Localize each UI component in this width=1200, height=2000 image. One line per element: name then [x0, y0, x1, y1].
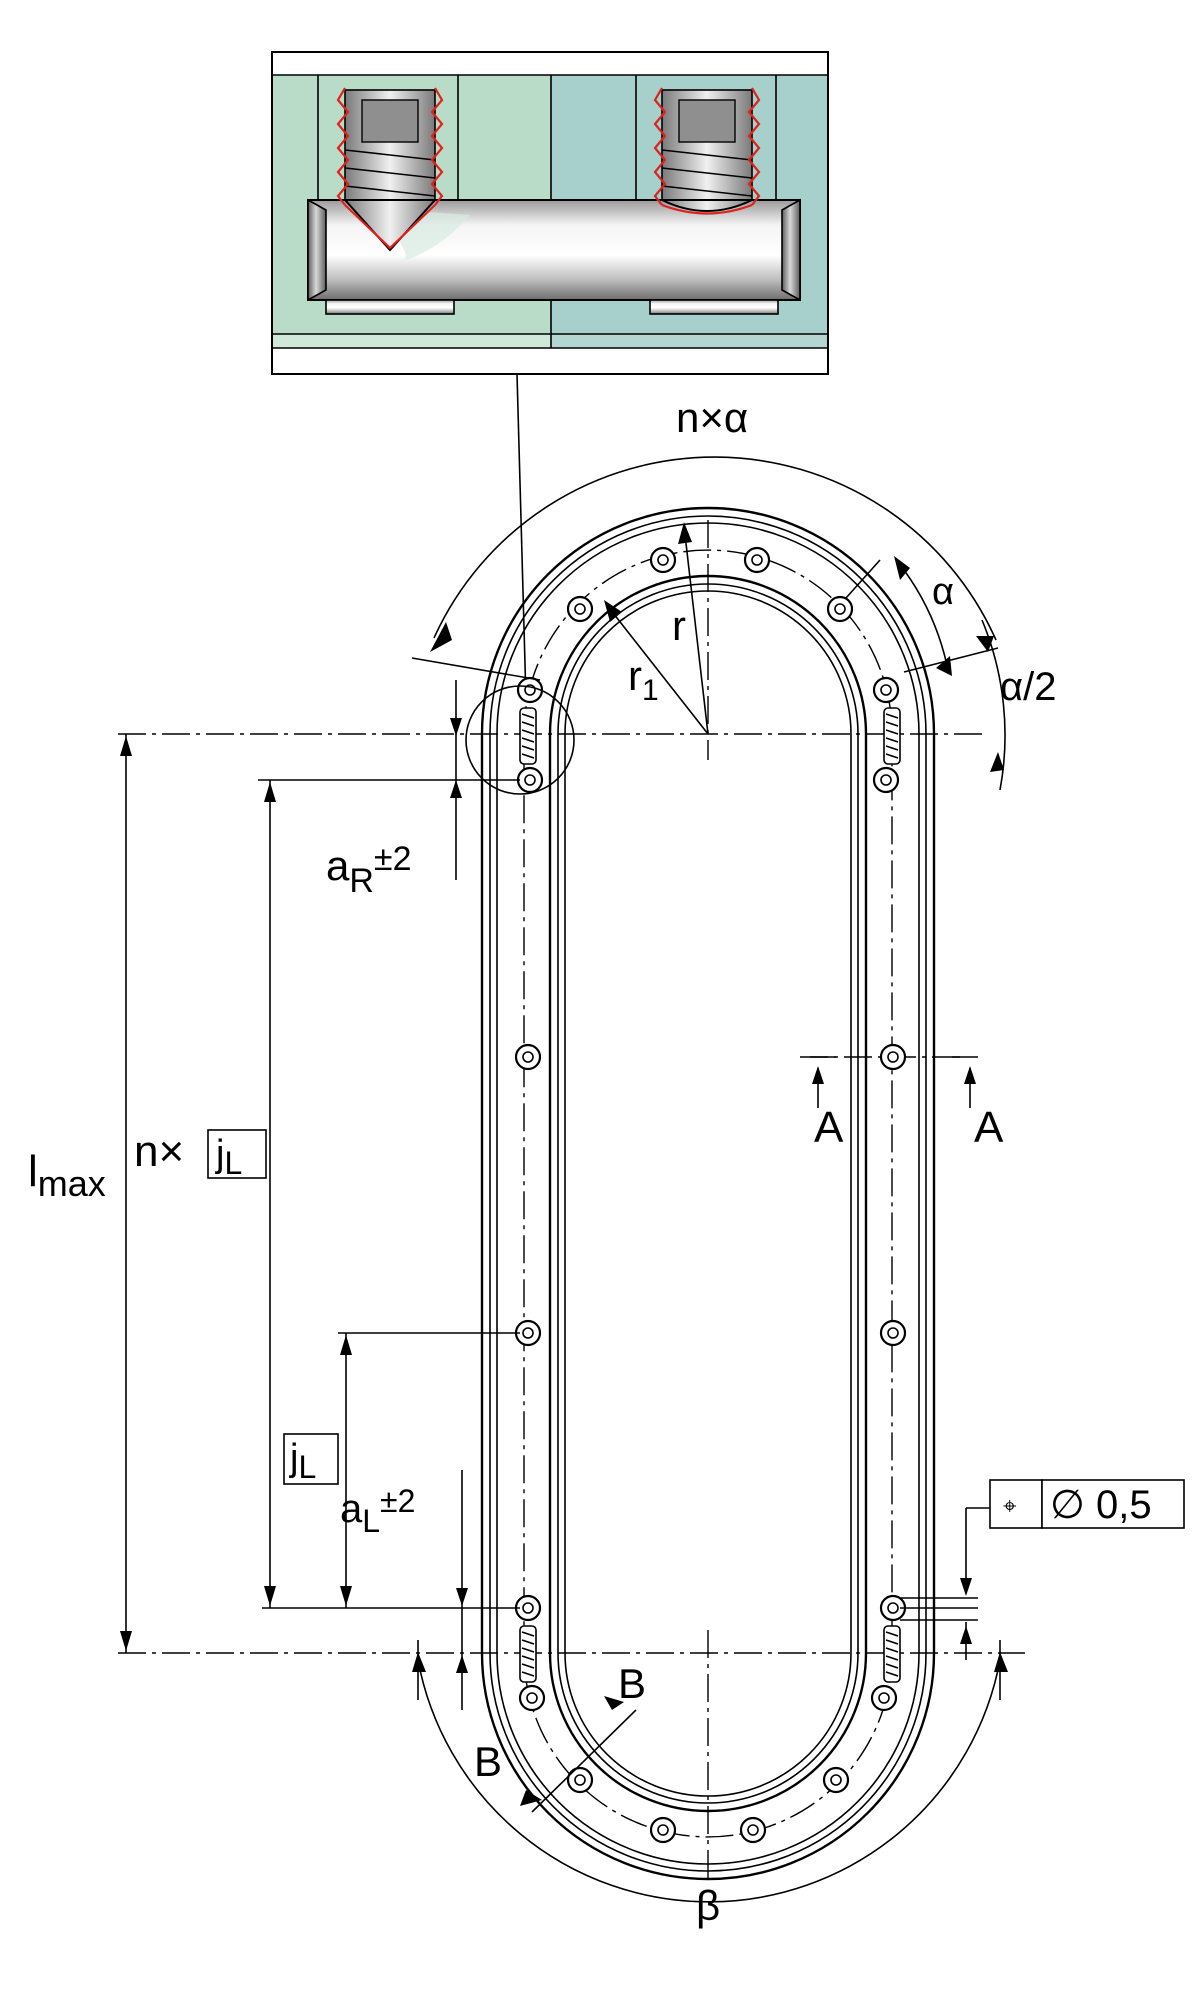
label-l-max: lmax [28, 1147, 106, 1204]
label-r1: r1 [628, 652, 659, 707]
grub-screw-right [653, 87, 761, 215]
label-alpha: α [932, 571, 954, 613]
hole [649, 546, 677, 574]
hole [514, 1043, 542, 1071]
hole [566, 1766, 594, 1794]
label-a-r: aR±2 [326, 840, 412, 900]
hole [870, 1684, 898, 1712]
position-tolerance-frame: ⌖ ∅ 0,5 [966, 1479, 1185, 1529]
hole [518, 1684, 546, 1712]
label-n-times: n× [134, 1127, 184, 1176]
hole [516, 766, 544, 794]
position-symbol-icon: ⌖ [1003, 1493, 1017, 1520]
label-alpha-half: α/2 [1000, 665, 1056, 709]
grub-screw-left [336, 87, 444, 252]
hole [872, 766, 900, 794]
joint-connectors [519, 707, 901, 1683]
hole [822, 1766, 850, 1794]
label-beta: β [696, 1882, 720, 1929]
right-strip [551, 334, 827, 348]
hole [879, 1043, 907, 1071]
hole [826, 595, 854, 623]
label-section-a-right: A [974, 1103, 1004, 1152]
label-a-l: aL±2 [340, 1483, 415, 1539]
hole [879, 1319, 907, 1347]
detail-view [271, 51, 829, 375]
hole [649, 1816, 677, 1844]
hole [879, 1594, 907, 1622]
dimension-labels: n×α α α/2 r r1 aR±2 lmax n× jL jL aL±2 A… [28, 394, 1056, 1929]
label-section-a-left: A [814, 1103, 844, 1152]
left-strip [273, 334, 551, 348]
hole [566, 595, 594, 623]
hole [743, 546, 771, 574]
label-n-alpha: n×α [676, 394, 748, 441]
hole [739, 1816, 767, 1844]
jl-box [207, 1129, 267, 1179]
label-section-b-bottom: B [474, 1738, 502, 1785]
n-alpha-arc [433, 456, 997, 641]
label-tolerance-value: ∅ 0,5 [1050, 1483, 1152, 1527]
label-jl-2: jL [289, 1437, 316, 1485]
hole [872, 676, 900, 704]
jl-box-2 [283, 1433, 339, 1485]
label-jl: jL [215, 1133, 242, 1181]
detail-leader [516, 373, 527, 701]
beta-arc [417, 1659, 1001, 1903]
label-r: r [672, 602, 686, 649]
label-section-b-top: B [618, 1660, 646, 1707]
detail-circle [465, 685, 575, 795]
